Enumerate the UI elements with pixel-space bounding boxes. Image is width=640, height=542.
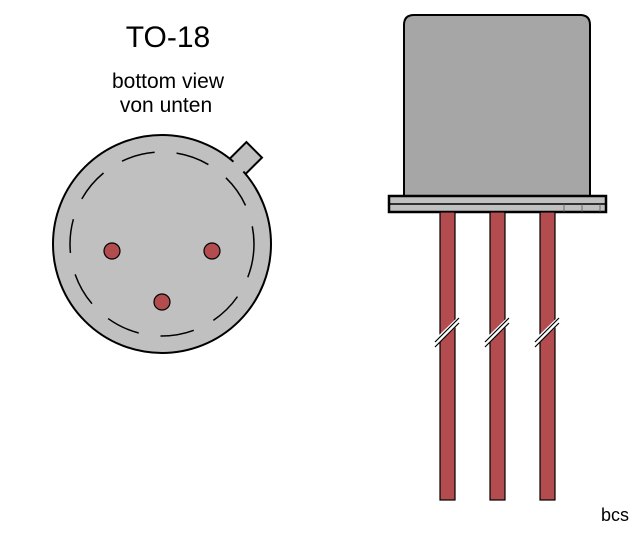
credit: bcs: [601, 505, 629, 525]
pin-left: [103, 242, 121, 260]
dashed-inner-ring: [69, 151, 255, 337]
can-body: [403, 14, 591, 197]
lead-1: [431, 211, 462, 501]
subtitle-line2: von unten: [120, 94, 212, 117]
pin-right: [203, 242, 221, 260]
pin-bottom: [153, 293, 171, 311]
lead-3: [531, 211, 562, 501]
subtitle-line1: bottom view: [112, 70, 225, 93]
bottom-view: [52, 134, 272, 354]
side-view: [387, 14, 608, 501]
case-outline: [52, 134, 272, 354]
title: TO-18: [126, 21, 210, 54]
lead-2: [481, 211, 512, 501]
